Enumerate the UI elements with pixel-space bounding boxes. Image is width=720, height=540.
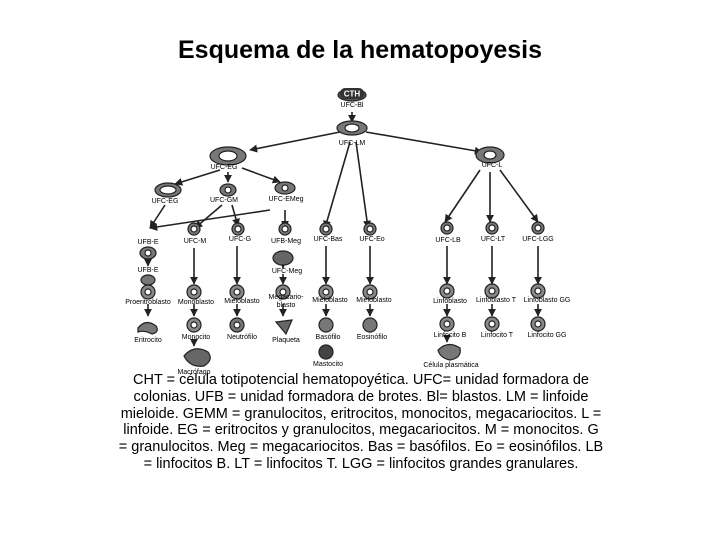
cell-eosinofilo [362, 317, 378, 333]
label-ufc-emeg: UFC-EMeg [268, 196, 303, 203]
cell-nucleus [281, 184, 289, 192]
cell-nucleus [224, 186, 232, 194]
slide-title: Esquema de la hematopoyesis [177, 36, 543, 64]
cell-nucleus [488, 287, 496, 295]
cell-basofilo [318, 317, 334, 333]
cth-badge [340, 88, 364, 99]
label-eosinofilo: Eosinófilo [357, 334, 387, 341]
label-ufc-l: UFC-L [482, 162, 503, 169]
label-eritrocito: Eritrocito [134, 337, 162, 344]
cell-nucleus [218, 150, 238, 162]
diagram-labels: CTH UFC-Bl UFC-LM UFC-EG UFC-L UFC-EG UF… [125, 88, 570, 376]
label-ufc-lgg: UFC-LGG [522, 236, 554, 243]
cell-nucleus [443, 287, 451, 295]
cell-nucleus [190, 321, 198, 329]
label-ufc-m: UFC-M [184, 238, 207, 245]
cell-nucleus [488, 224, 496, 232]
label-monoblasto: Monoblasto [178, 299, 214, 306]
label-ufc-meg: UFC-Meg [272, 268, 302, 275]
label-neutrofilo: Neutrófilo [227, 334, 257, 341]
cell-nucleus [534, 320, 542, 328]
cell-nucleus [233, 321, 241, 329]
cell-ufc-meg [272, 250, 294, 266]
label-celula-plasmatica: Célula plasmática [423, 362, 478, 369]
cell-nucleus [344, 123, 360, 133]
label-ufc-gm: UFC-GM [210, 197, 238, 204]
label-linfoblasto-t: Linfoblasto T [476, 297, 517, 304]
label-cth: CTH [344, 90, 361, 99]
cell-nucleus [144, 249, 152, 257]
label-ufc-lt: UFC-LT [481, 236, 506, 243]
cell-nucleus [443, 320, 451, 328]
cell-nucleus [159, 185, 177, 195]
label-plaqueta: Plaqueta [272, 337, 300, 344]
cell-nucleus [534, 287, 542, 295]
label-ufc-lb: UFC-LB [435, 237, 461, 244]
label-ufb-e2: UFB-E [138, 267, 159, 274]
label-mieloblasto-1: Mieloblasto [224, 298, 260, 305]
cell-macrofago [183, 348, 211, 367]
cell-ufb-e2 [140, 274, 156, 286]
label-ufc-eo: UFC-Eo [359, 236, 384, 243]
cell-nucleus [190, 288, 198, 296]
label-ufc-eg: UFC-EG [211, 164, 238, 171]
cell-nucleus [483, 150, 497, 160]
label-ufc-bl: UFC-Bl [341, 102, 364, 109]
label-linfoblasto-gg: Linfoblasto GG [524, 297, 571, 304]
cell-nucleus [366, 225, 374, 233]
label-basofilo: Basófilo [316, 334, 341, 341]
label-mieloblasto-3: Mieloblasto [356, 297, 392, 304]
diagram-cells [137, 88, 546, 367]
label-mieloblasto-2: Mieloblasto [312, 297, 348, 304]
label-megacarioblasto: Megacario-blasto [268, 294, 304, 309]
label-ufc-bas: UFC-Bas [314, 236, 343, 243]
caption: CHT = célula totipotencial hematopoyétic… [118, 372, 604, 472]
hematopoiesis-diagram: CTH UFC-Bl UFC-LM UFC-EG UFC-L UFC-EG UF… [125, 88, 570, 376]
cell-mastocito [318, 344, 334, 360]
cell-nucleus [144, 288, 152, 296]
label-proeritroblasto: Proeritroblasto [125, 299, 171, 306]
cell-nucleus [488, 320, 496, 328]
label-ufb-meg: UFB-Meg [271, 238, 301, 245]
cell-eritrocito [137, 321, 158, 335]
label-linfocito-t: Linfocito T [481, 332, 514, 339]
cell-nucleus [322, 288, 330, 296]
cell-nucleus [322, 225, 330, 233]
label-macrofago: Macrófago [177, 369, 210, 376]
cell-nucleus [234, 225, 242, 233]
label-linfocito-gg: Linfocito GG [528, 332, 567, 339]
label-ufb-e: UFB-E [138, 239, 159, 246]
cell-nucleus [279, 288, 287, 296]
cell-nucleus [534, 224, 542, 232]
cell-nucleus [190, 225, 198, 233]
diagram-arrows [144, 112, 542, 347]
label-monocito: Monocito [182, 334, 211, 341]
cell-celula-plasmatica [437, 343, 461, 361]
cell-nucleus [281, 225, 289, 233]
label-linfocito-b: Linfocito B [434, 332, 467, 339]
label-ufc-lm: UFC-LM [339, 140, 366, 147]
label-mastocito: Mastocito [313, 361, 343, 368]
label-ufc-eg2: UFC-EG [152, 198, 179, 205]
cell-nucleus [443, 224, 451, 232]
cell-plaqueta [274, 319, 293, 336]
label-ufc-g: UFC-G [229, 236, 251, 243]
cell-nucleus [233, 288, 241, 296]
label-linfoblasto: Linfoblasto [433, 298, 467, 305]
cell-nucleus [366, 288, 374, 296]
